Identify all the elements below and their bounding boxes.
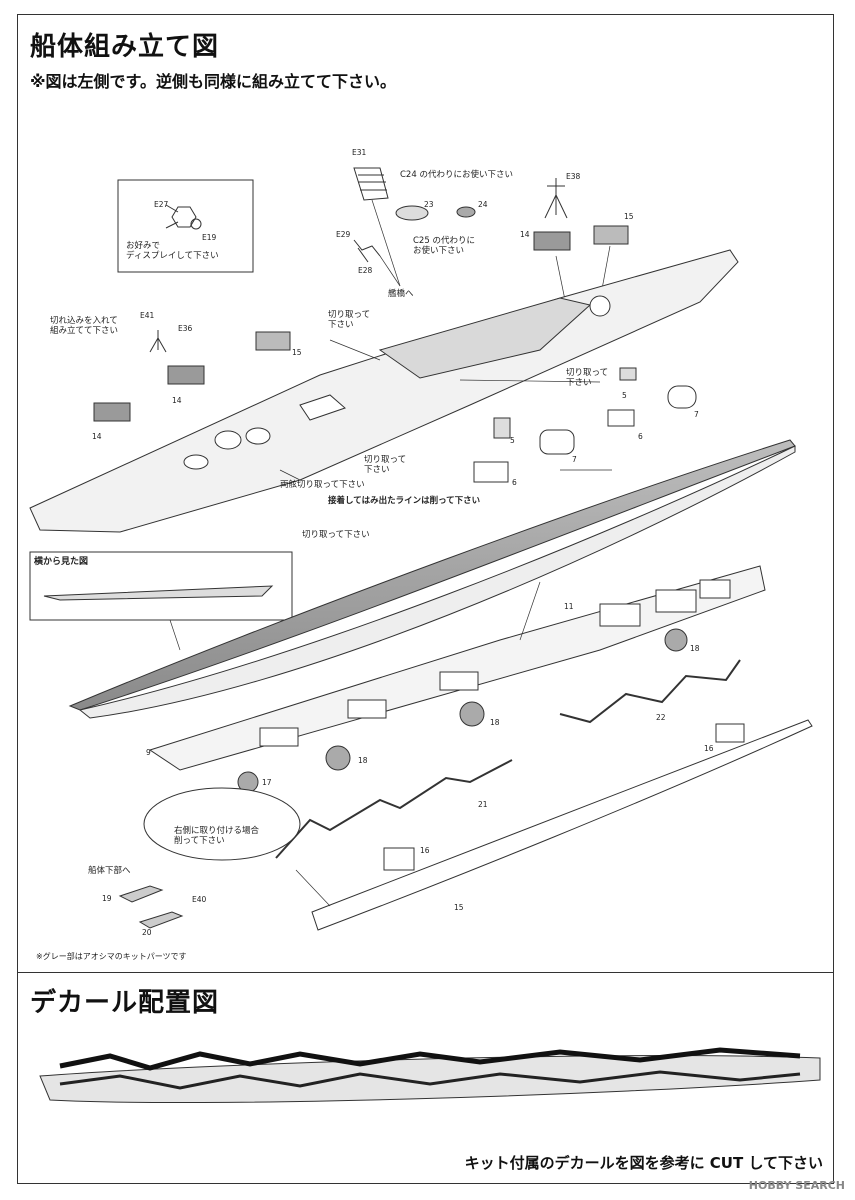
screw-20 (138, 911, 184, 929)
part-label-16b: 16 (420, 846, 430, 855)
part-label-e27: E27 (154, 200, 169, 209)
part-label-15c: 15 (454, 903, 464, 912)
part-label-e29: E29 (336, 230, 351, 239)
part-label-11: 11 (564, 602, 574, 611)
part-label-17: 17 (262, 778, 272, 787)
cut-instruction-4: 切り取って下さい (302, 530, 370, 540)
right-side-instruction: 右側に取り付ける場合 削って下さい (174, 826, 260, 846)
notch-instruction: 切れ込みを入れて 組み立てて下さい (50, 316, 119, 336)
part-15-left (255, 331, 291, 351)
part-label-14b: 14 (172, 396, 182, 405)
part-label-7a: 7 (694, 410, 699, 419)
part-label-e28: E28 (358, 266, 373, 275)
part-e29 (353, 239, 381, 257)
part-label-23: 23 (424, 200, 434, 209)
part-label-18c: 18 (358, 756, 368, 765)
part-label-6a: 6 (638, 432, 643, 441)
part-label-22: 22 (656, 713, 666, 722)
part-label-18a: 18 (690, 644, 700, 653)
page-frame (17, 14, 834, 1184)
c25-instruction: C25 の代わりに お使い下さい (413, 236, 475, 256)
both-sides-cut-instruction: 両舷切り取って下さい (280, 480, 365, 490)
part-label-24: 24 (478, 200, 488, 209)
part-label-14a: 14 (520, 230, 530, 239)
mast-top-part-e27 (171, 206, 197, 228)
part-label-e36: E36 (178, 324, 193, 333)
cut-instruction-1: 切り取って 下さい (328, 310, 371, 330)
part-label-e41: E41 (140, 311, 155, 320)
part-label-7b: 7 (572, 455, 577, 464)
part-label-6b: 6 (512, 478, 517, 487)
part-23 (395, 205, 429, 221)
hull-bottom-instruction: 船体下部へ (88, 866, 131, 876)
part-label-e40: E40 (192, 895, 207, 904)
part-14-left (167, 365, 205, 385)
bridge-instruction: 艦橋へ (388, 289, 414, 299)
part-16-left (383, 847, 415, 871)
part-label-5b: 5 (510, 436, 515, 445)
upper-deck (29, 249, 739, 533)
shave-line-instruction: 接着してはみ出たラインは削って下さい (328, 496, 481, 506)
parts-5-6-7 (473, 367, 697, 483)
part-label-9: 9 (146, 748, 151, 757)
part-14-upper (533, 231, 571, 251)
part-label-20: 20 (142, 928, 152, 937)
display-inset-label: お好みで ディスプレイして下さい (126, 241, 219, 261)
part-21 (275, 759, 513, 859)
part-label-e31: E31 (352, 148, 367, 157)
screw-19 (118, 885, 164, 903)
part-label-18b: 18 (490, 718, 500, 727)
part-label-5a: 5 (622, 391, 627, 400)
watermark: HOBBY SEARCH (748, 1179, 845, 1192)
side-view-box (29, 551, 293, 621)
grey-parts-footnote: ※グレー部はアオシマのキットパーツです (36, 952, 187, 961)
part-16-right (715, 723, 745, 743)
part-24 (456, 206, 476, 218)
part-label-19: 19 (102, 894, 112, 903)
part-label-21: 21 (478, 800, 488, 809)
decal-wave-pattern (59, 1047, 801, 1071)
display-inset-box (117, 179, 254, 273)
bottom-hull-15 (311, 719, 813, 931)
c24-instruction: C24 の代わりにお使い下さい (400, 170, 513, 180)
bridge-part-e31 (353, 167, 389, 201)
decal-cut-note: キット付属のデカールを図を参考に CUT して下さい (464, 1154, 823, 1172)
part-14-far-left (93, 402, 131, 422)
part-label-14c: 14 (92, 432, 102, 441)
part-e28 (357, 247, 369, 263)
cut-instruction-3: 切り取って 下さい (364, 455, 407, 475)
part-label-15b: 15 (292, 348, 302, 357)
cut-instruction-2: 切り取って 下さい (566, 368, 609, 388)
assembly-note: ※図は左側です。逆側も同様に組み立てて下さい。 (30, 72, 396, 91)
part-label-16a: 16 (704, 744, 714, 753)
part-label-e38: E38 (566, 172, 581, 181)
side-view-label: 横から見た図 (34, 557, 89, 567)
mast-e38 (544, 178, 568, 219)
right-side-callout (143, 787, 301, 861)
section-divider (17, 972, 834, 973)
decal-title: デカール配置図 (30, 988, 220, 1018)
part-label-15a: 15 (624, 212, 634, 221)
assembly-title: 船体組み立て図 (30, 32, 220, 62)
mast-e36 (149, 330, 167, 353)
decal-hull-outline (39, 1055, 821, 1104)
part-22 (559, 659, 741, 724)
part-15-upper (593, 225, 629, 245)
part-label-e19: E19 (202, 233, 217, 242)
